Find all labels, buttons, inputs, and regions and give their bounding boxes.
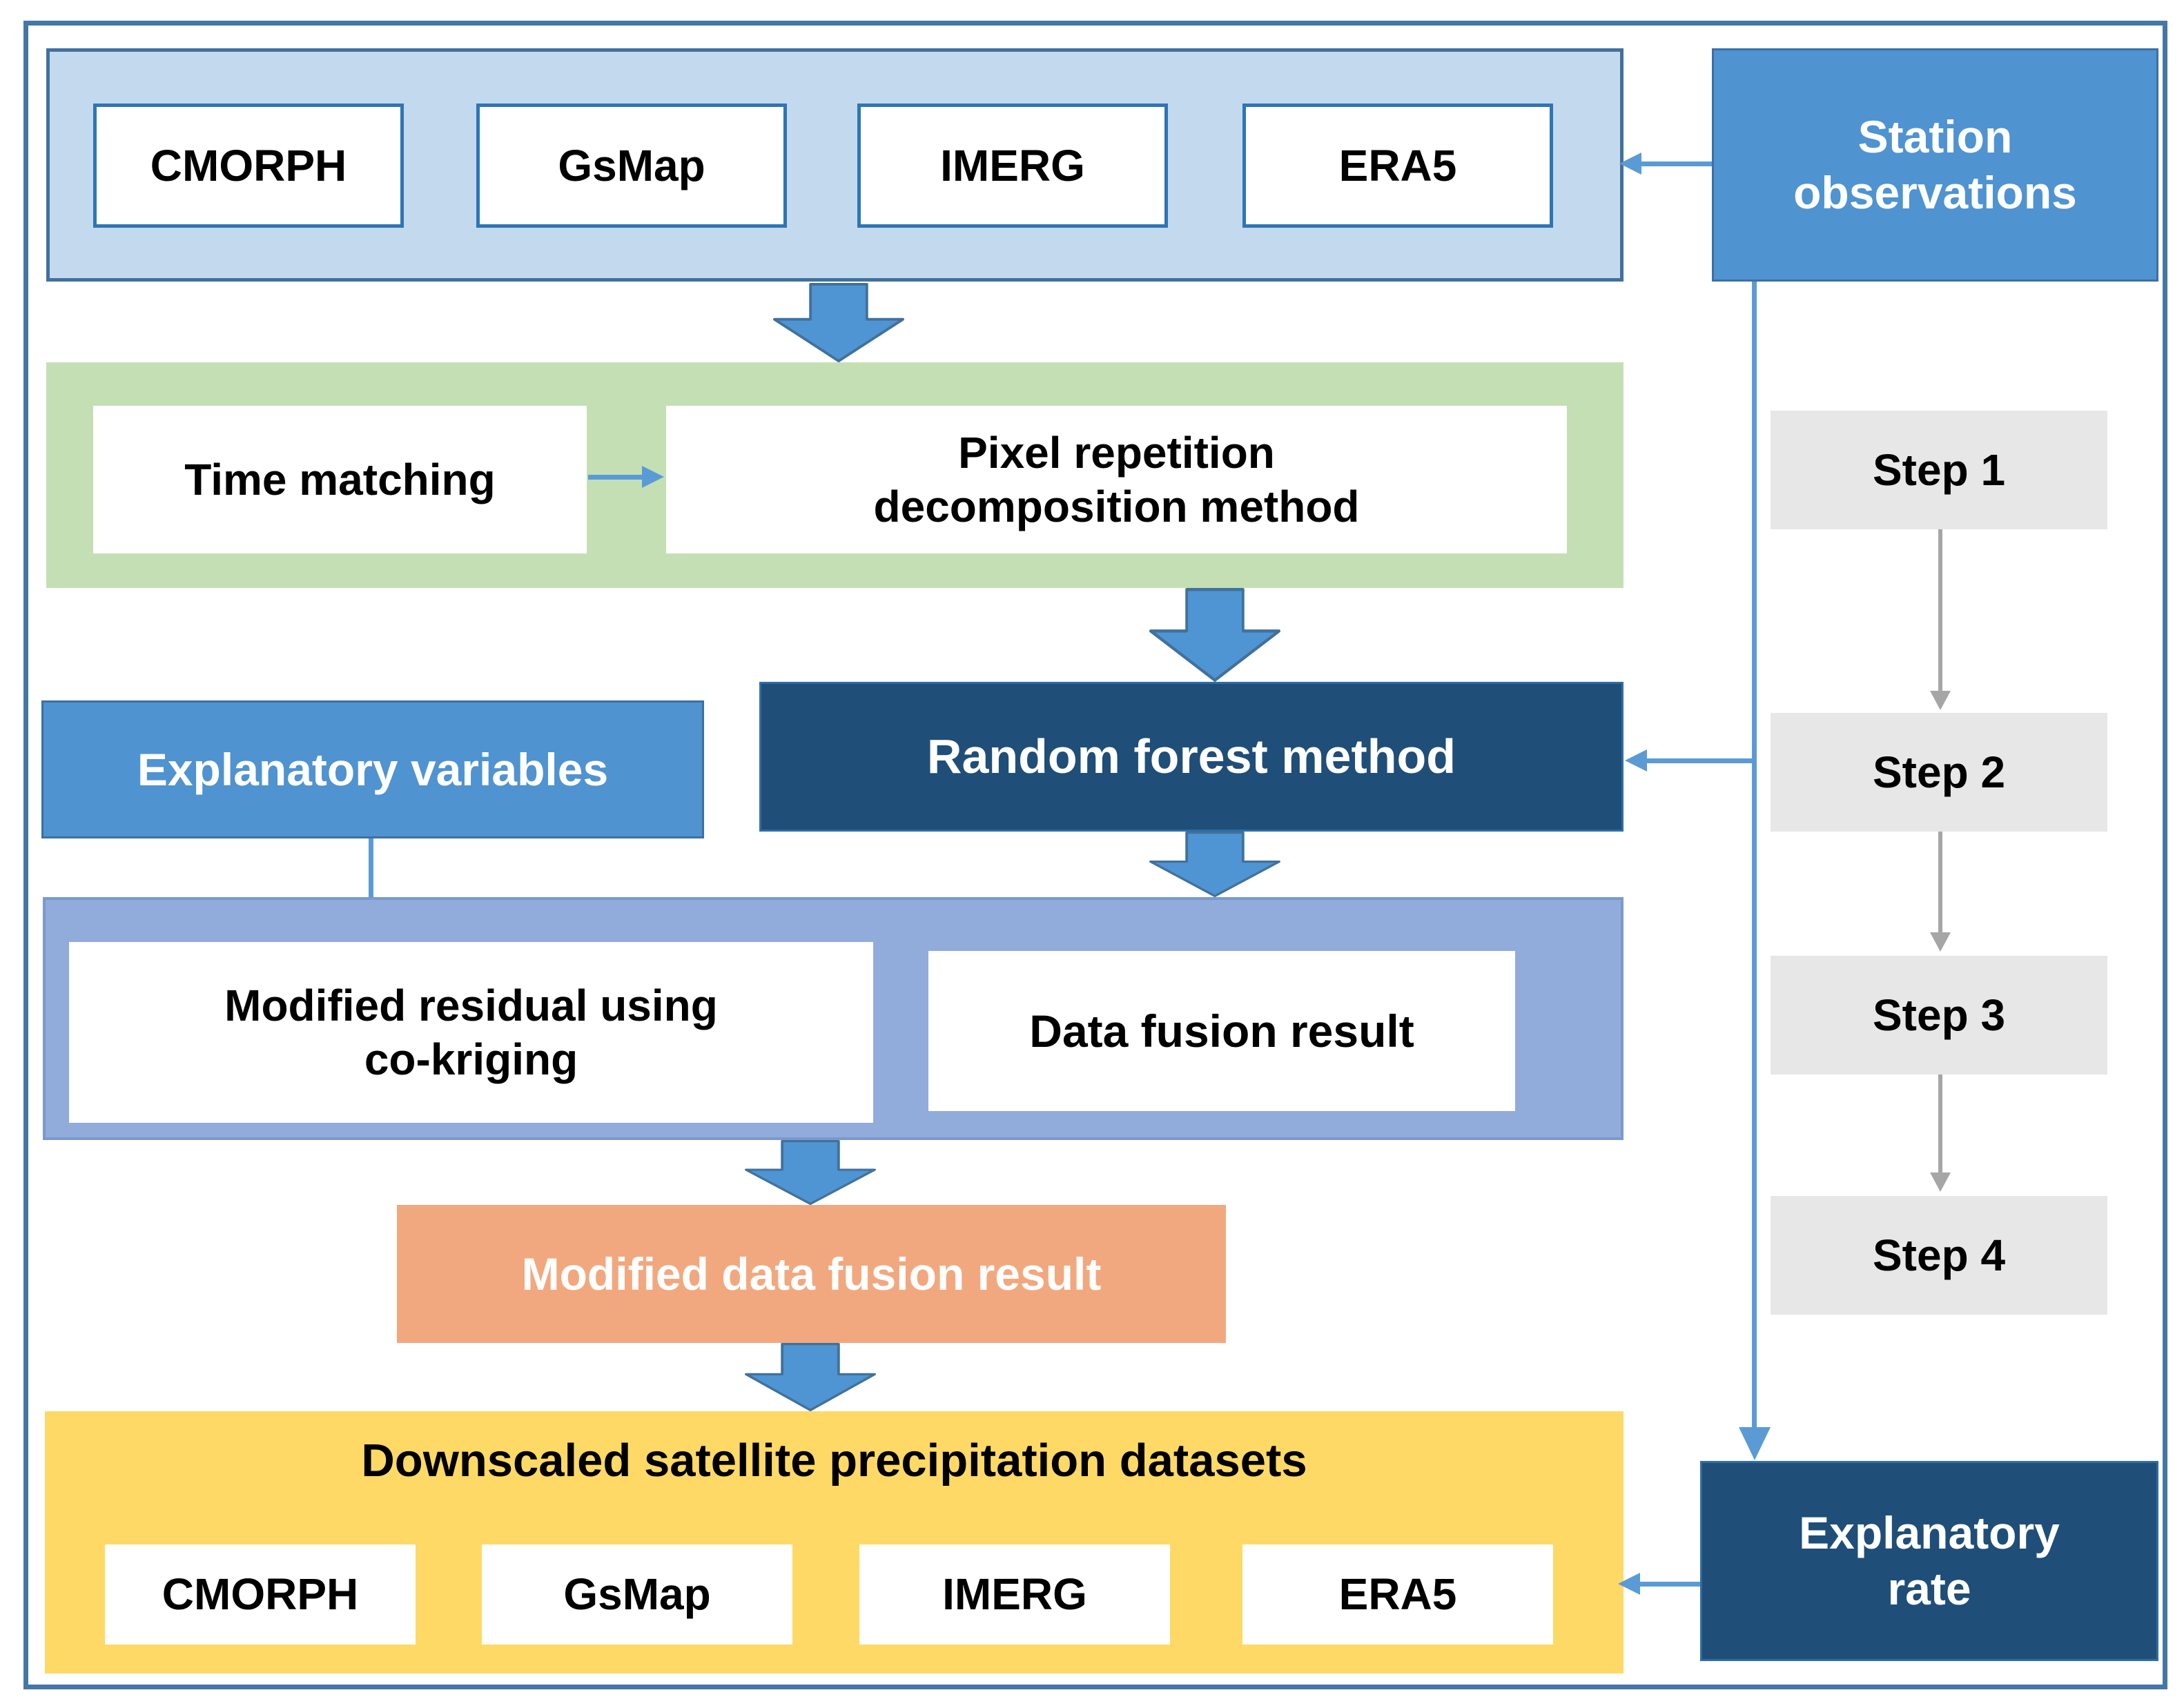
diagram-outer-border (23, 21, 2167, 1689)
arrow-to-random-forest-head-icon (1625, 749, 1647, 772)
arrow-ev-line (369, 838, 373, 933)
arrow-to-random-forest-line (1646, 758, 1757, 763)
block-arrow-datasets-to-preprocessing-icon (773, 283, 904, 362)
arrow-station-to-datasets-head-icon (1619, 153, 1641, 175)
arrow-step1-step2-line (1938, 529, 1942, 692)
random-forest-box: Random forest method (759, 682, 1624, 832)
station-drop-line (1752, 282, 1757, 1427)
arrow-er-line (1639, 1582, 1700, 1587)
time-matching-box: Time matching (93, 406, 587, 553)
dataset-box-gsmap-bottom: GsMap (482, 1544, 792, 1645)
downscaled-output-title: Downscaled satellite precipitation datas… (361, 1435, 1307, 1487)
pixel-repetition-box: Pixel repetition decomposition method (666, 406, 1567, 553)
block-arrow-fusion-to-modified-result-icon (745, 1140, 876, 1205)
arrow-step3-step4-line (1938, 1074, 1942, 1174)
step-1-box: Step 1 (1771, 411, 2107, 529)
arrow-step1-step2-head-icon (1930, 691, 1951, 710)
dataset-box-cmorph-top: CMORPH (93, 104, 404, 228)
dataset-box-era5-bottom: ERA5 (1242, 1544, 1553, 1645)
step-2-box: Step 2 (1771, 713, 2107, 832)
dataset-box-imerg-top: IMERG (857, 104, 1168, 228)
explanatory-variables-box: Explanatory variables (41, 700, 704, 838)
arrow-into-explanatory-rate-head-icon (1739, 1427, 1771, 1460)
dataset-box-imerg-bottom: IMERG (859, 1544, 1170, 1645)
step-4-box: Step 4 (1771, 1196, 2107, 1315)
modified-data-fusion-result-box: Modified data fusion result (397, 1205, 1226, 1343)
modified-residual-box: Modified residual using co-kriging (69, 942, 873, 1123)
dataset-box-cmorph-bottom: CMORPH (105, 1544, 416, 1645)
arrow-er-head-icon (1618, 1573, 1640, 1595)
arrow-time-to-pixel-head-icon (642, 466, 664, 488)
arrow-time-to-pixel-line (588, 475, 643, 480)
block-arrow-modified-result-to-output-icon (745, 1343, 876, 1411)
dataset-box-gsmap-top: GsMap (476, 104, 787, 228)
data-fusion-result-box: Data fusion result (928, 951, 1515, 1111)
explanatory-rate-box: Explanatory rate (1700, 1461, 2158, 1661)
arrow-station-to-datasets-line (1640, 161, 1712, 166)
block-arrow-preprocessing-to-random-forest-icon (1149, 588, 1280, 682)
arrow-step2-step3-head-icon (1930, 932, 1951, 952)
arrow-step2-step3-line (1938, 832, 1942, 934)
station-observations-box: Station observations (1712, 48, 2158, 282)
step-3-box: Step 3 (1771, 956, 2107, 1074)
block-arrow-random-forest-to-fusion-icon (1149, 832, 1280, 897)
dataset-box-era5-top: ERA5 (1242, 104, 1553, 228)
arrow-step3-step4-head-icon (1930, 1172, 1951, 1192)
